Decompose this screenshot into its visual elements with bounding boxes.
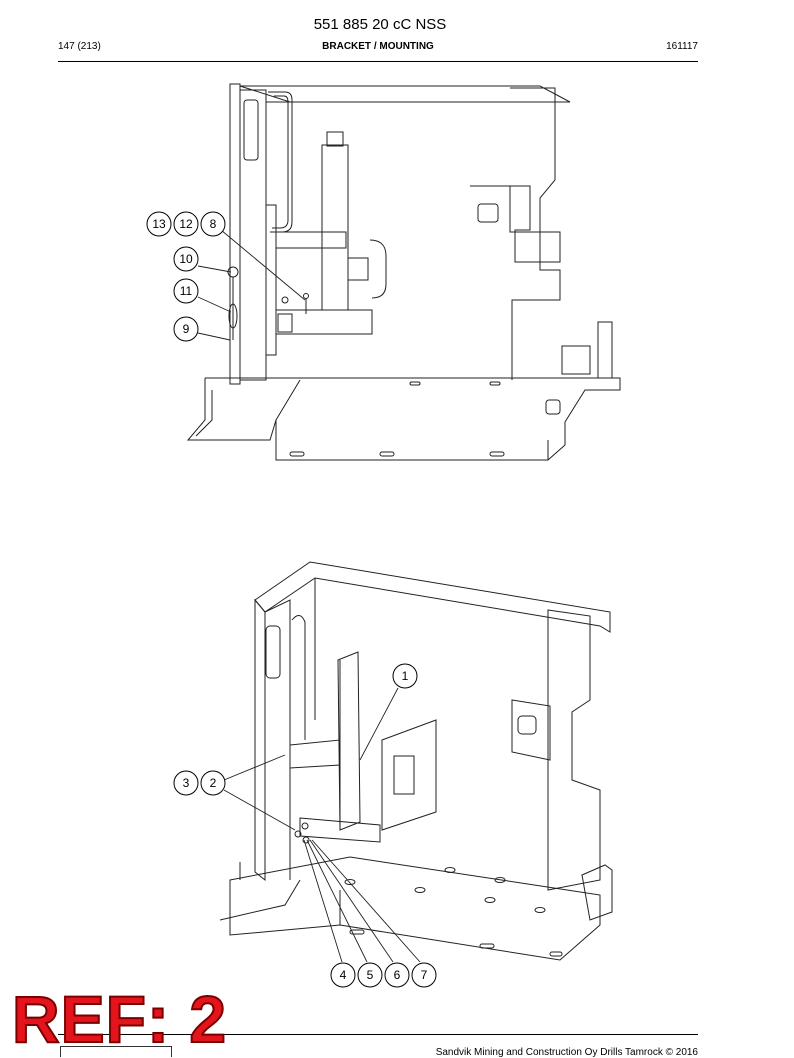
document-title: 551 885 20 cC NSS: [313, 16, 447, 33]
bracket-mounting-drawing-iso: [219, 561, 613, 961]
page-number: 147 (213): [58, 41, 101, 52]
revision-code: 161117: [666, 41, 698, 52]
callout-1-label: 1: [402, 669, 409, 683]
section-title: BRACKET / MOUNTING: [322, 41, 434, 52]
callouts-top: 13 12 8 10 11 9: [146, 211, 226, 342]
callout-7: 7: [411, 962, 437, 988]
footer-rule: [58, 1034, 698, 1035]
callout-1: 1: [392, 663, 418, 689]
callout-11: 11: [173, 278, 199, 304]
ref-stamp: REF: 2: [11, 982, 228, 1056]
callout-12: 12: [173, 211, 199, 237]
callout-13: 13: [146, 211, 172, 237]
callout-11-label: 11: [180, 284, 193, 298]
callout-5-label: 5: [367, 968, 374, 982]
callout-5: 5: [357, 962, 383, 988]
callout-7-label: 7: [421, 968, 428, 982]
leader-lines-bottom: [223, 687, 421, 963]
callout-8-label: 8: [210, 217, 217, 231]
callout-3: 3: [173, 770, 199, 796]
callout-4-label: 4: [340, 968, 347, 982]
callout-8: 8: [200, 211, 226, 237]
callout-9: 9: [173, 316, 199, 342]
callout-2-label: 2: [210, 776, 217, 790]
callout-3-label: 3: [183, 776, 190, 790]
callout-2: 2: [200, 770, 226, 796]
callouts-bottom: 1 3 2 4 5 6 7: [173, 663, 437, 988]
callout-10: 10: [173, 246, 199, 272]
callout-6-label: 6: [394, 968, 401, 982]
callout-6: 6: [384, 962, 410, 988]
callout-9-label: 9: [183, 322, 190, 336]
bracket-mounting-drawing-front: [186, 83, 621, 461]
callout-13-label: 13: [152, 217, 166, 231]
leader-lines-top: [197, 229, 306, 341]
callout-4: 4: [330, 962, 356, 988]
callout-10-label: 10: [179, 252, 193, 266]
sandvik-logo: [60, 1046, 172, 1057]
header-rule: [58, 61, 698, 62]
callout-12-label: 12: [179, 217, 193, 231]
